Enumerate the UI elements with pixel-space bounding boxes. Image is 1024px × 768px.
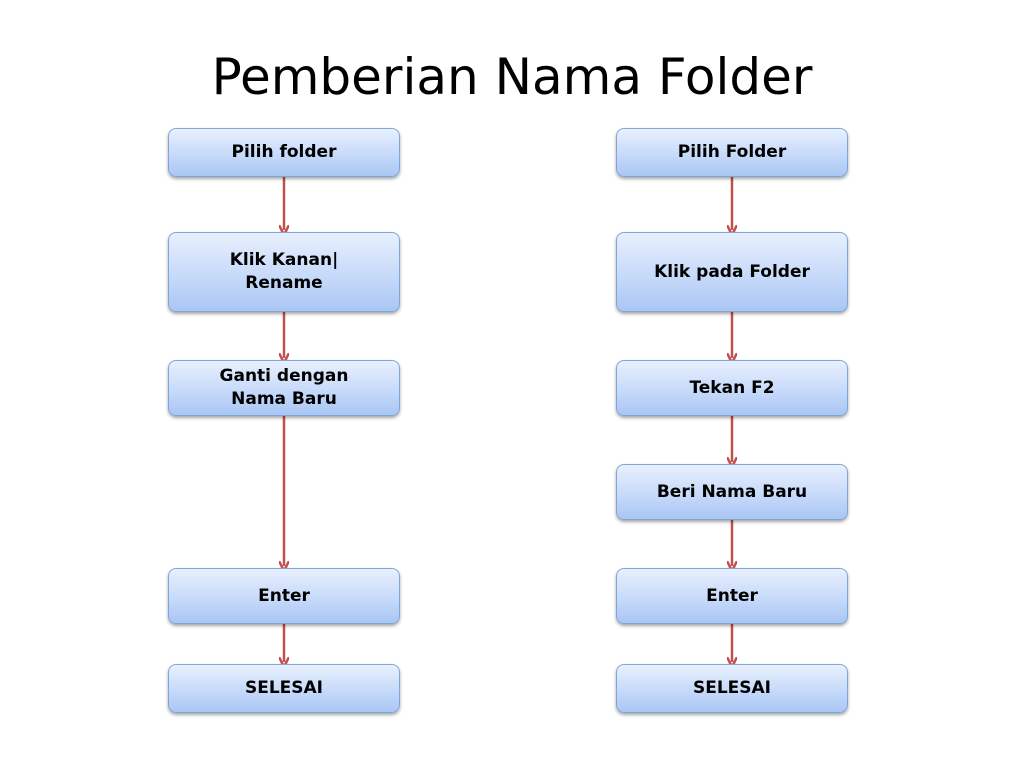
right-step-selesai: SELESAI [616, 664, 848, 713]
left-step-pilih-folder: Pilih folder [168, 128, 400, 177]
right-step-pilih-folder: Pilih Folder [616, 128, 848, 177]
left-step-enter: Enter [168, 568, 400, 624]
right-step-enter: Enter [616, 568, 848, 624]
left-step-selesai: SELESAI [168, 664, 400, 713]
right-step-klik-pada-folder: Klik pada Folder [616, 232, 848, 312]
left-step-ganti-nama-baru: Ganti dengan Nama Baru [168, 360, 400, 416]
right-step-tekan-f2: Tekan F2 [616, 360, 848, 416]
right-step-beri-nama-baru: Beri Nama Baru [616, 464, 848, 520]
left-step-klik-kanan-rename: Klik Kanan| Rename [168, 232, 400, 312]
slide-title: Pemberian Nama Folder [211, 48, 813, 106]
